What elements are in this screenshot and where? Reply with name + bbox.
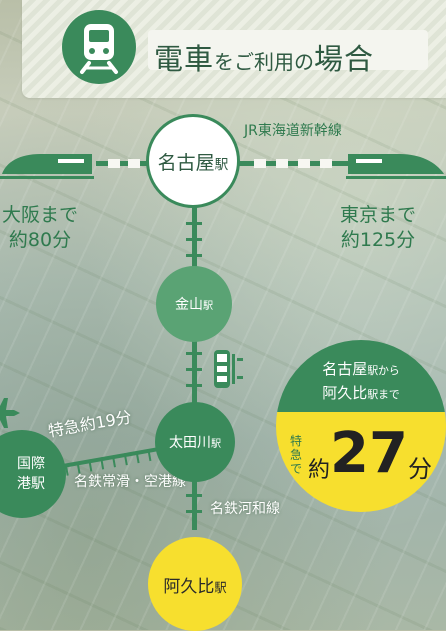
airport-line-label: 名鉄常滑・空港線 bbox=[74, 474, 186, 490]
track-tie bbox=[186, 384, 202, 387]
track-dash bbox=[108, 159, 120, 168]
summary-bottom bbox=[276, 412, 446, 512]
airplane-icon bbox=[0, 398, 22, 432]
osaka-time: 大阪まで 約80分 bbox=[2, 204, 79, 251]
track-tie bbox=[186, 352, 202, 355]
tokyo-time: 東京まで 約125分 bbox=[340, 204, 417, 251]
train-front-icon bbox=[62, 10, 136, 84]
meitetsu-track bbox=[192, 200, 197, 530]
station-kanayama: 金山駅 bbox=[156, 266, 232, 342]
station-name: 阿久比駅 bbox=[163, 576, 227, 597]
track-dash bbox=[128, 159, 140, 168]
shinkansen-line-label: JR東海道新幹線 bbox=[244, 123, 342, 139]
track-tie bbox=[186, 222, 202, 225]
kowa-line-label: 名鉄河和線 bbox=[210, 501, 280, 517]
header-title-box bbox=[148, 30, 428, 70]
station-name: 名古屋駅 bbox=[157, 151, 229, 174]
shinkansen-track-east bbox=[238, 161, 348, 166]
page-title: 電車をご利用の場合 bbox=[154, 42, 375, 76]
track-dash bbox=[298, 159, 310, 168]
airport-track-ties bbox=[59, 443, 161, 480]
track-tie bbox=[186, 254, 202, 257]
summary-time: 特急で約27分 bbox=[290, 421, 432, 486]
station-name: 太田川駅 bbox=[168, 435, 222, 451]
summary-route: 名古屋駅から 阿久比駅まで bbox=[322, 360, 400, 402]
track-dash bbox=[320, 159, 332, 168]
track-dash bbox=[254, 159, 266, 168]
shinkansen-track-west bbox=[96, 161, 152, 166]
shinkansen-icon bbox=[346, 148, 446, 184]
station-aguhi: 阿久比駅 bbox=[148, 537, 242, 631]
station-nagoya: 名古屋駅 bbox=[146, 114, 240, 208]
track-tie bbox=[186, 238, 202, 241]
track-tie bbox=[186, 510, 202, 513]
shinkansen-icon bbox=[0, 148, 96, 184]
track-tie bbox=[186, 494, 202, 497]
travel-time-summary: 名古屋駅から 阿久比駅まで 特急で約27分 bbox=[276, 340, 446, 512]
station-name: 金山駅 bbox=[174, 297, 214, 313]
station-otagawa: 太田川駅 bbox=[155, 402, 235, 482]
local-train-icon bbox=[210, 348, 246, 394]
track-tie bbox=[186, 368, 202, 371]
summary-top bbox=[276, 340, 446, 412]
track-dash bbox=[276, 159, 288, 168]
